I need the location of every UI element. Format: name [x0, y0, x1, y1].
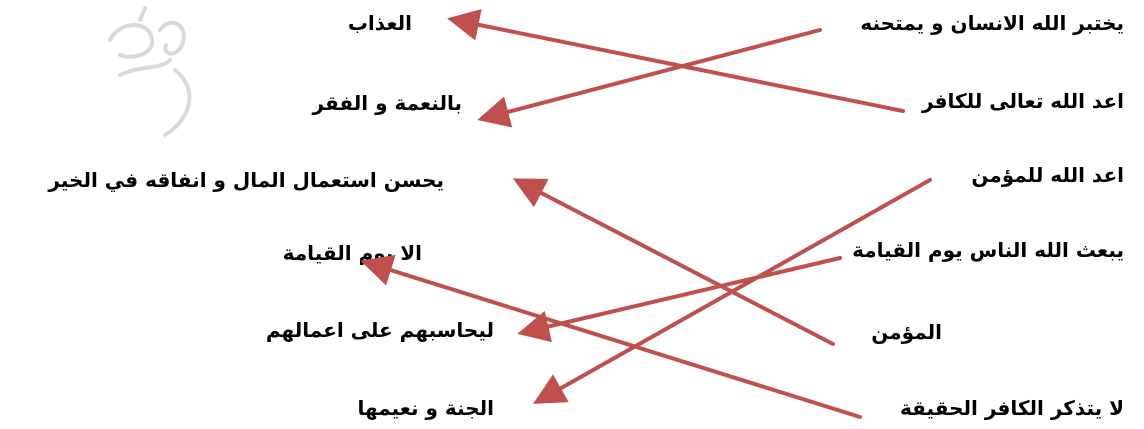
left-item-6: الجنة و نعيمها	[357, 396, 494, 420]
arrow-line	[533, 178, 932, 404]
arrow-line	[360, 254, 862, 419]
right-item-5: المؤمن	[871, 320, 942, 344]
right-item-6: لا يتذكر الكافر الحقيقة	[900, 396, 1124, 420]
calligraphy-watermark-icon	[108, 6, 192, 137]
arrow-line	[517, 256, 842, 343]
right-item-3: اعد الله للمؤمن	[971, 163, 1124, 187]
left-item-3: يحسن استعمال المال و انفاقه في الخير	[48, 168, 444, 192]
right-item-4: يبعث الله الناس يوم القيامة	[852, 238, 1124, 262]
left-item-1: العذاب	[347, 11, 412, 35]
arrow-line	[477, 28, 822, 128]
right-item-2: اعد الله تعالى للكافر	[921, 89, 1124, 113]
left-item-5: ليحاسبهم على اعمالهم	[265, 318, 494, 342]
left-item-2: بالنعمة و الفقر	[312, 91, 462, 115]
right-item-1: يختبر الله الانسان و يمتحنه	[860, 11, 1124, 35]
arrow-line	[512, 178, 835, 346]
